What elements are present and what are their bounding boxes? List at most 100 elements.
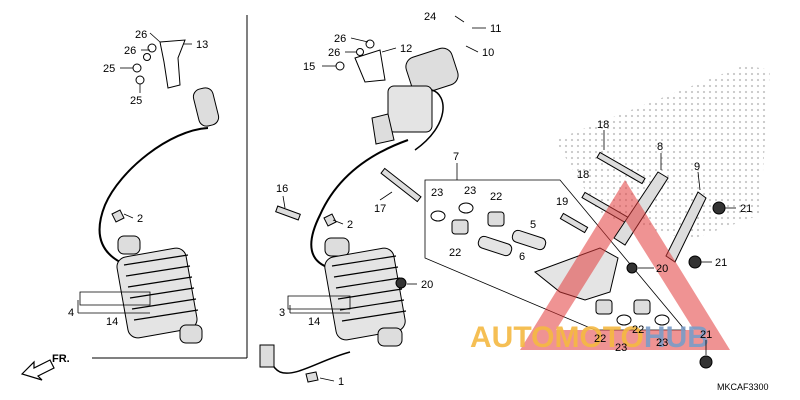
callouts: 26 13 26 25 25 2 4 14 24 11 10 26 12 26 … bbox=[68, 11, 752, 388]
seal-23d bbox=[654, 314, 670, 326]
left-bracket bbox=[159, 39, 186, 89]
seal-23b bbox=[458, 202, 474, 214]
center-bracket bbox=[354, 49, 386, 83]
nut-21a bbox=[712, 201, 726, 215]
nut-20a bbox=[395, 277, 407, 289]
callout: 26 bbox=[328, 47, 340, 59]
left-bolt-a bbox=[147, 43, 157, 53]
center-bolt-a bbox=[365, 39, 375, 49]
leader-lines bbox=[77, 15, 736, 382]
actuator-motor bbox=[405, 47, 459, 95]
nut-20b bbox=[626, 262, 638, 274]
callout: 5 bbox=[530, 219, 536, 231]
callout: 16 bbox=[276, 183, 288, 195]
callout: 25 bbox=[103, 63, 115, 75]
callout: 23 bbox=[615, 342, 627, 354]
callout: 20 bbox=[421, 279, 433, 291]
callout: 19 bbox=[556, 196, 568, 208]
callout: 17 bbox=[374, 203, 386, 215]
callout: 21 bbox=[740, 203, 752, 215]
front-arrow: FR. bbox=[20, 353, 70, 381]
bolt-16 bbox=[275, 205, 301, 221]
center-label-sticker bbox=[287, 295, 351, 310]
watermark-text-part2: HUB bbox=[644, 321, 709, 354]
left-hose bbox=[98, 127, 209, 263]
callout: 9 bbox=[694, 161, 700, 173]
bearing-22c bbox=[595, 299, 613, 315]
callout: 22 bbox=[490, 191, 502, 203]
callout: 11 bbox=[490, 23, 501, 35]
callout: 6 bbox=[519, 251, 525, 263]
left-clamp bbox=[111, 209, 125, 223]
callout: 23 bbox=[464, 185, 476, 197]
left-bolt-d bbox=[135, 75, 145, 85]
bearing-22d bbox=[633, 299, 651, 315]
callout: 26 bbox=[135, 29, 147, 41]
bushing-5 bbox=[511, 229, 547, 251]
callout: 13 bbox=[196, 39, 208, 51]
seal-23a bbox=[430, 210, 446, 222]
callout: 15 bbox=[303, 61, 315, 73]
left-shock-assembly bbox=[78, 39, 220, 344]
left-shock-bottom-eye bbox=[179, 324, 203, 344]
callout: 26 bbox=[124, 45, 136, 57]
center-hose-2 bbox=[414, 89, 444, 151]
nut-21b bbox=[688, 255, 702, 269]
callout: 26 bbox=[334, 33, 346, 45]
callout: 24 bbox=[424, 11, 436, 23]
center-hose bbox=[310, 139, 409, 269]
callout: 2 bbox=[347, 219, 353, 231]
callout: 25 bbox=[130, 95, 142, 107]
callout: 23 bbox=[431, 187, 443, 199]
callout: 14 bbox=[106, 316, 118, 328]
bolt-19 bbox=[559, 212, 589, 234]
callout: 14 bbox=[308, 316, 320, 328]
sensor-connector bbox=[259, 344, 275, 368]
center-bolt-b bbox=[356, 48, 364, 56]
seal-23c bbox=[616, 314, 632, 326]
left-shock-top-eye bbox=[117, 235, 141, 255]
left-label-sticker bbox=[79, 291, 151, 306]
callout: 12 bbox=[400, 43, 412, 55]
callout: 22 bbox=[632, 324, 644, 336]
callout: 18 bbox=[577, 169, 589, 181]
watermark-text: AUTOMOTOHUB bbox=[470, 321, 709, 354]
left-spring bbox=[123, 254, 199, 321]
callout: 10 bbox=[482, 47, 494, 59]
bearing-22a bbox=[451, 219, 469, 235]
callout: 4 bbox=[68, 307, 74, 319]
watermark-text-part1: AUTOMOTO bbox=[470, 321, 644, 354]
actuator-mount bbox=[371, 113, 395, 145]
arrow-left-icon bbox=[20, 359, 55, 381]
bushing-6 bbox=[477, 235, 513, 257]
callout: 1 bbox=[338, 376, 344, 388]
callout: 2 bbox=[137, 213, 143, 225]
diagram-code: MKCAF3300 bbox=[717, 382, 769, 392]
wire-clip-1 bbox=[305, 371, 319, 383]
front-label: FR. bbox=[52, 353, 70, 365]
watermark-triangle bbox=[520, 180, 730, 350]
actuator-body bbox=[387, 85, 433, 133]
sensor-wire bbox=[267, 344, 351, 374]
center-shock-top-eye bbox=[324, 237, 350, 257]
left-bolt-b bbox=[143, 53, 151, 61]
center-spring bbox=[331, 255, 407, 322]
center-shock-assembly bbox=[259, 39, 459, 383]
bearing-22b bbox=[487, 211, 505, 227]
callout: 8 bbox=[657, 141, 663, 153]
callout: 21 bbox=[700, 329, 712, 341]
callout: 20 bbox=[656, 263, 668, 275]
callout: 7 bbox=[453, 151, 459, 163]
bolt-18a bbox=[596, 151, 646, 185]
center-shock-bottom-eye bbox=[377, 327, 403, 347]
callout: 23 bbox=[656, 337, 668, 349]
left-bolt-c bbox=[132, 63, 142, 73]
center-clamp bbox=[323, 213, 337, 227]
wing-logo bbox=[555, 65, 770, 240]
left-shock-body bbox=[116, 247, 198, 339]
bolt-17 bbox=[380, 167, 422, 203]
nut-21c bbox=[699, 355, 713, 369]
callout: 3 bbox=[279, 307, 285, 319]
